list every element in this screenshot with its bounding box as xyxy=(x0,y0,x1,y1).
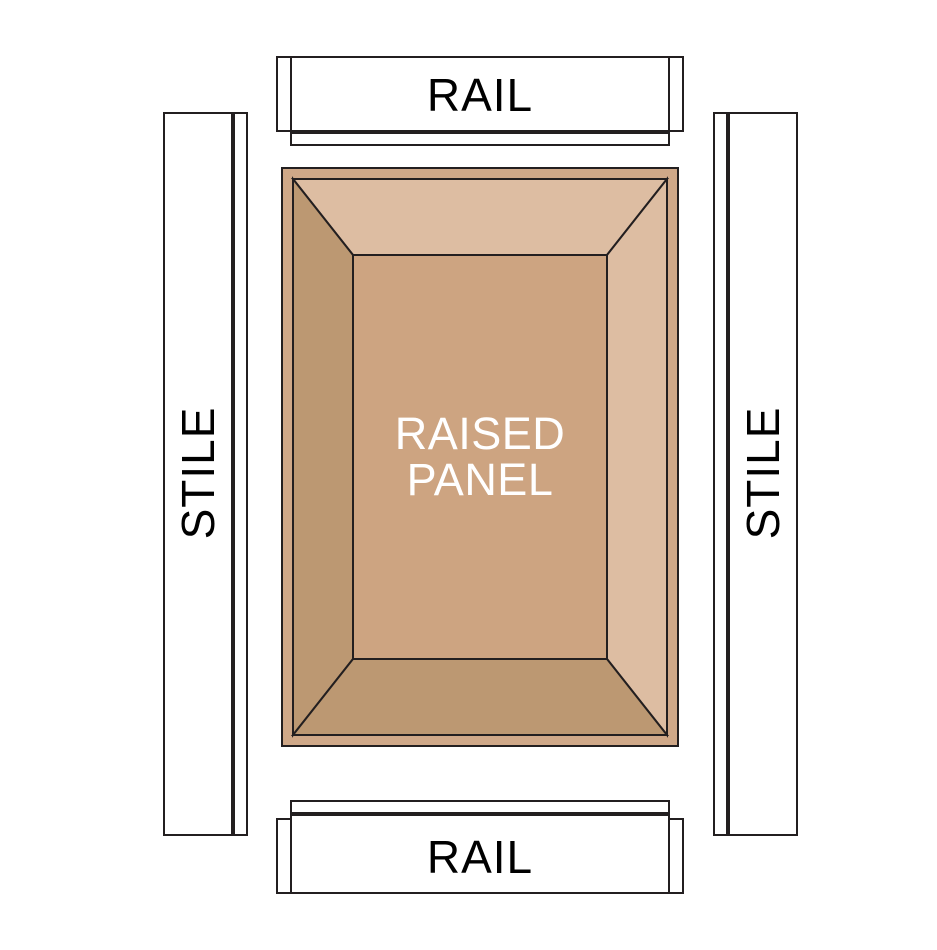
left-stile-groove-strip xyxy=(233,112,248,836)
bottom-rail-body[interactable]: RAIL xyxy=(290,814,670,894)
bottom-rail-tongue xyxy=(290,800,670,814)
top-rail-body[interactable]: RAIL xyxy=(290,56,670,132)
left-stile-body[interactable]: STILE xyxy=(163,112,233,836)
left-stile-label: STILE xyxy=(172,406,224,540)
top-rail-tongue xyxy=(290,132,670,146)
raised-panel-graphic xyxy=(281,167,679,747)
top-rail-label: RAIL xyxy=(426,69,534,121)
panel-bevel-right xyxy=(606,176,668,738)
raised-panel-group[interactable]: RAISED PANEL xyxy=(281,167,679,747)
panel-bevel-bottom xyxy=(290,658,670,736)
right-stile-groove-strip xyxy=(713,112,728,836)
right-stile-body[interactable]: STILE xyxy=(728,112,798,836)
panel-bevel-left xyxy=(292,176,354,738)
right-stile-label: STILE xyxy=(737,406,789,540)
bottom-rail-label: RAIL xyxy=(426,831,534,883)
panel-center-field xyxy=(352,254,608,660)
panel-bevel-top xyxy=(290,178,670,256)
